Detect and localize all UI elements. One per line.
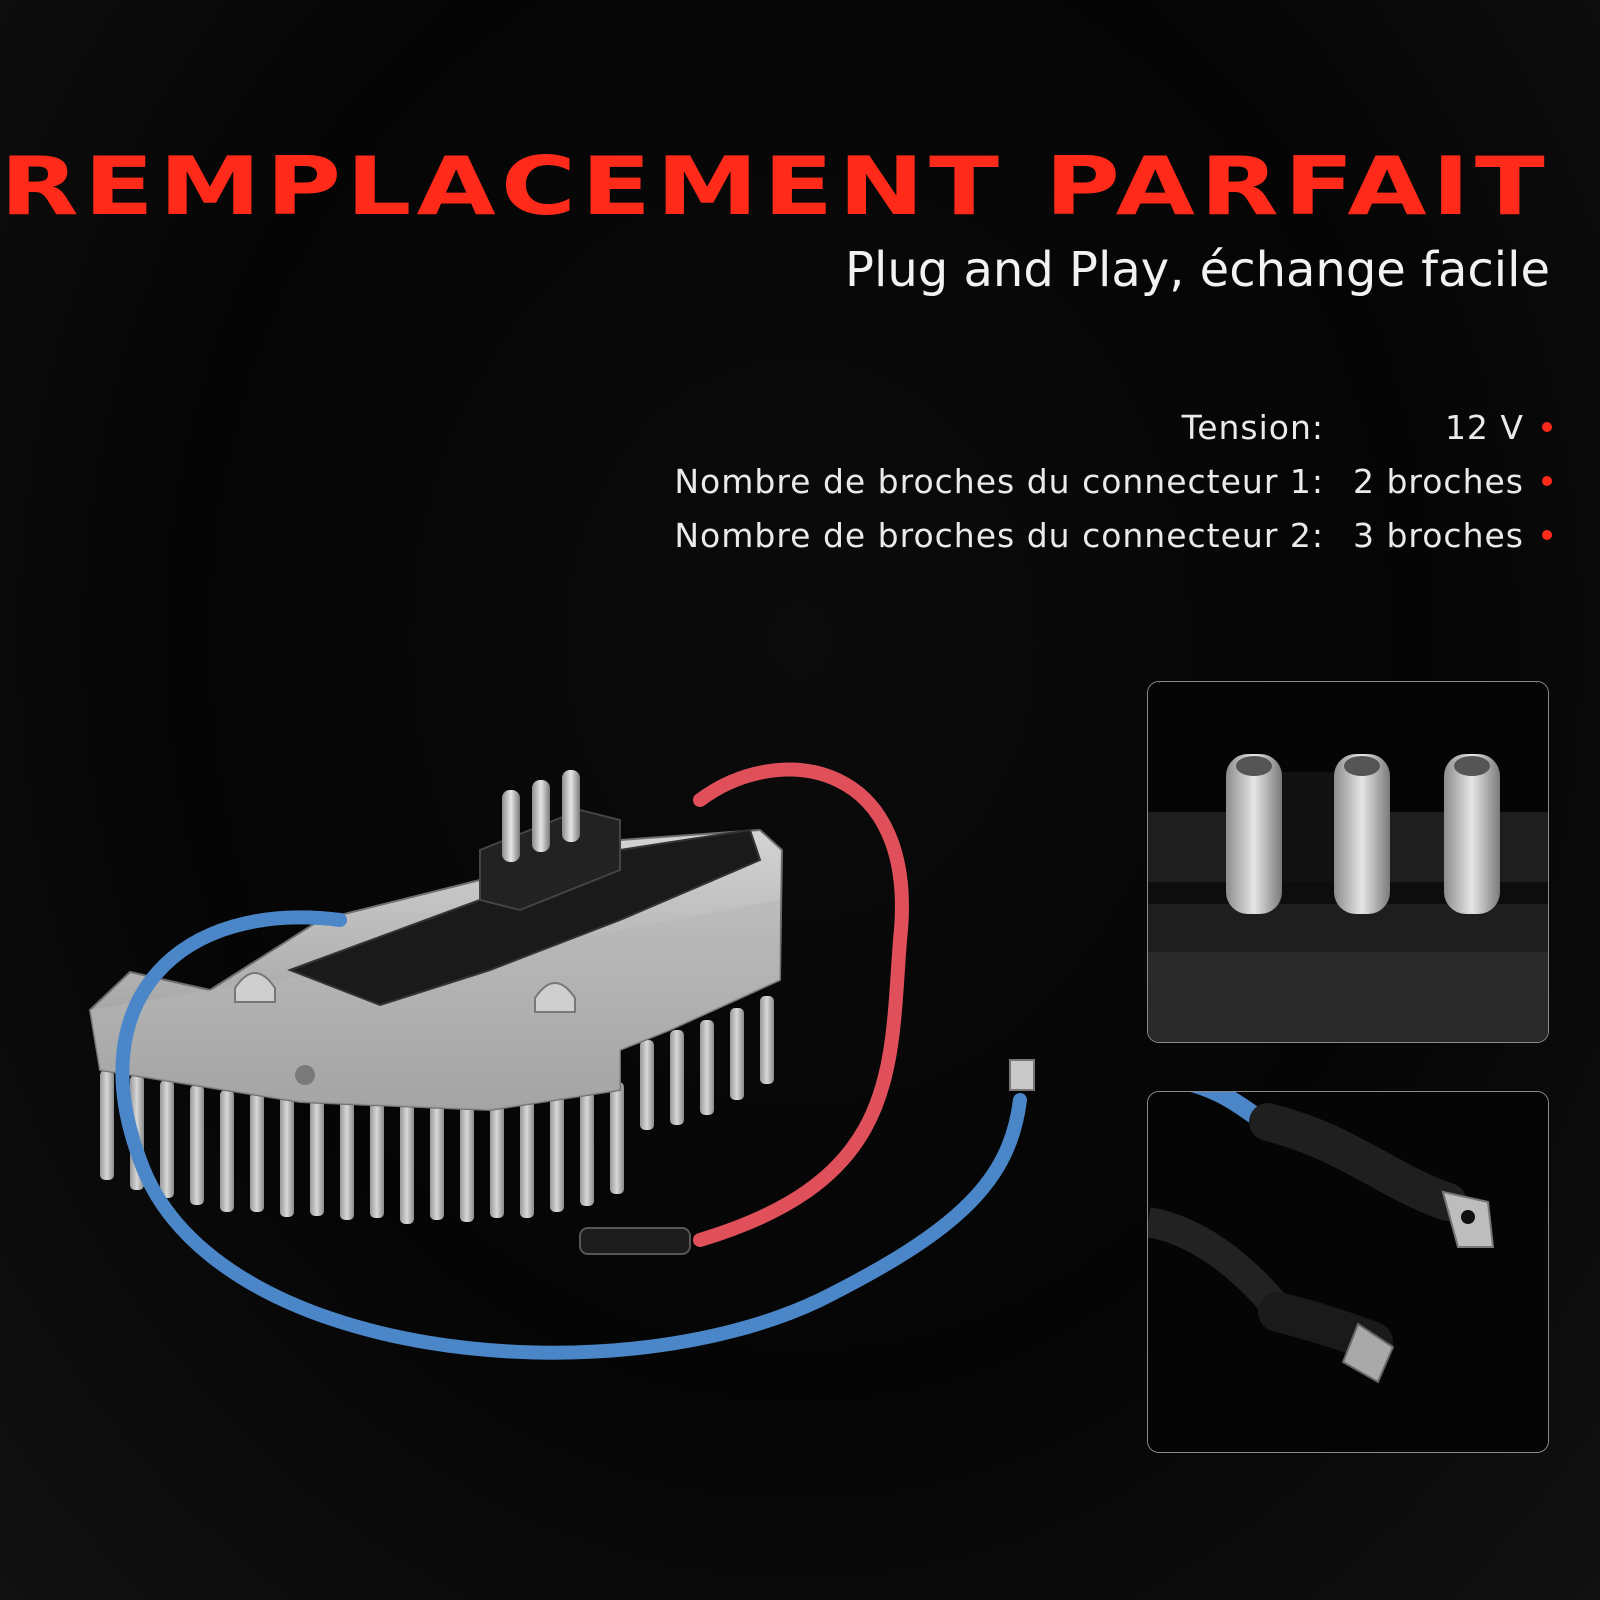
inset-wire-terminals xyxy=(1147,1091,1549,1453)
spec-row-connector-2: Nombre de broches du connecteur 2: 3 bro… xyxy=(674,508,1552,562)
bullet-dot-icon xyxy=(1542,422,1552,432)
connector-pins-closeup xyxy=(1148,682,1548,1042)
spec-label: Tension: xyxy=(1181,407,1324,447)
inset-connector-pins xyxy=(1147,681,1549,1043)
connector-pins xyxy=(502,770,580,862)
spec-value: 2 broches xyxy=(1352,461,1524,501)
blue-wire-terminal xyxy=(1009,1059,1035,1091)
spec-label: Nombre de broches du connecteur 1: xyxy=(674,461,1324,501)
wire-terminals-closeup xyxy=(1148,1092,1548,1452)
headline: REMPLACEMENT PARFAIT xyxy=(0,140,1550,233)
red-wire xyxy=(693,762,909,1247)
spec-row-connector-1: Nombre de broches du connecteur 1: 2 bro… xyxy=(674,454,1552,508)
spec-row-voltage: Tension: 12 V xyxy=(674,400,1552,454)
blower-resistor-illustration xyxy=(88,762,1035,1360)
bullet-dot-icon xyxy=(1542,530,1552,540)
spec-label: Nombre de broches du connecteur 2: xyxy=(674,515,1324,555)
heat-sink-fins xyxy=(100,996,774,1224)
spec-value: 3 broches xyxy=(1352,515,1524,555)
bullet-dot-icon xyxy=(1542,476,1552,486)
blue-wire xyxy=(115,910,1027,1360)
spec-list: Tension: 12 V Nombre de broches du conne… xyxy=(674,400,1552,562)
spec-value: 12 V xyxy=(1444,407,1524,447)
product-image xyxy=(60,740,1080,1400)
red-wire-connector xyxy=(579,1227,691,1255)
subheadline: Plug and Play, échange facile xyxy=(845,242,1550,298)
